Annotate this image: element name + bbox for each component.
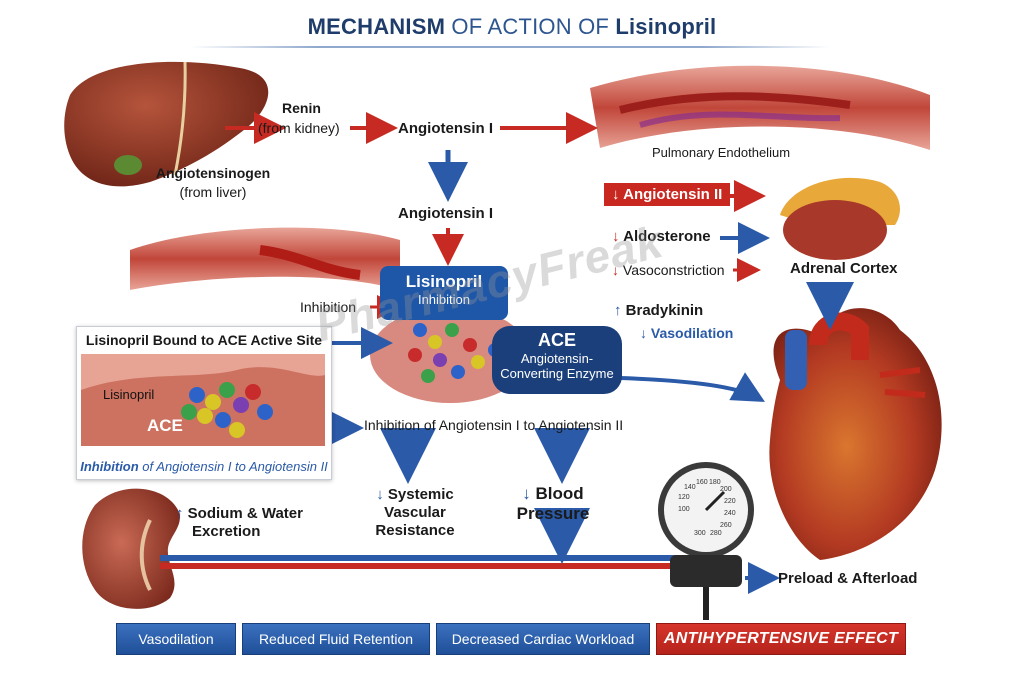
bp-gauge-illustration [658,462,754,620]
lisinopril-box-title: Lisinopril [405,272,483,291]
effect-antihypertensive: ANTIHYPERTENSIVE EFFECT [656,623,906,655]
blood-pressure-label: ↓ Blood Pressure [508,484,598,523]
pulmonary-endothelium-label: Pulmonary Endothelium [652,145,791,160]
gauge-tick: 120 [678,494,690,501]
sodium-line1: ↑ Sodium & Water [176,505,303,523]
adrenal-cortex-label: Adrenal Cortex [790,260,898,277]
svr-line2: Vascular [384,504,446,521]
inhibition-of-angiotensin-label: Inhibition of Angiotensin I to Angiotens… [364,417,624,433]
title-part2: OF ACTION OF [445,14,616,39]
ace-box: ACE Angiotensin- Converting Enzyme [492,326,622,394]
aldosterone-text: Aldosterone [623,228,711,245]
ace-box-line1: Angiotensin- [520,351,594,366]
panel-illustration [81,353,325,446]
heart-illustration [769,308,942,560]
liver-illustration [64,61,269,187]
lisinopril-inhibition-box: Lisinopril Inhibition [380,266,508,320]
lisinopril-box-subtitle: Inhibition [417,292,471,307]
vessel-left-illustration [130,227,400,290]
vasoconstriction-text: Vasoconstriction [622,262,725,278]
panel-caption-rest: of Angiotensin I to Angiotensin II [138,459,328,474]
page-title: MECHANISM OF ACTION OF Lisinopril [0,14,1024,40]
effect-vasodilation: Vasodilation [116,623,236,655]
gauge-tick: 220 [724,498,736,505]
vasodilation-side-text: Vasodilation [650,325,734,341]
bp-line2: Pressure [516,503,590,523]
gauge-tick: 300 [694,530,706,537]
gauge-tick: 200 [720,486,732,493]
adrenal-illustration [780,177,900,260]
panel-ace-tag: ACE [147,416,183,435]
effect-reduced-fluid-retention: Reduced Fluid Retention [242,623,430,655]
gauge-tick: 260 [720,522,732,529]
angiotensinogen-source-label: (from liver) [179,184,247,200]
gauge-dial: 100 120 140 160 180 200 220 240 260 280 … [664,468,748,552]
title-part3: Lisinopril [615,14,717,39]
sodium-line2: Excretion [192,523,261,540]
bp-line1-text: Blood [535,484,584,503]
title-divider [190,46,830,48]
panel-caption: Inhibition of Angiotensin I to Angiotens… [77,459,331,475]
panel-title: Lisinopril Bound to ACE Active Site [85,332,323,348]
angiotensin-ii-badge: ↓ Angiotensin II [604,183,731,206]
gauge-tick: 280 [710,530,722,537]
down-arrow-icon: ↓ [376,486,384,503]
panel-lisinopril-tag: Lisinopril [103,387,155,402]
kidney-illustration [82,488,180,609]
gauge-tick: 160 [696,479,708,486]
ace-active-site-panel: Lisinopril Bound to ACE Active Site Lisi… [76,326,332,480]
pulmonary-vessel-illustration [590,65,930,150]
renin-label: Renin [282,100,321,116]
vasodilation-side-label: ↓ Vasodilation [640,325,733,343]
systemic-vascular-resistance-label: ↓ Systemic Vascular Resistance [360,486,470,540]
up-arrow-icon: ↑ [614,302,622,319]
gauge-tick: 180 [709,479,721,486]
bradykinin-label: ↑ Bradykinin [614,302,703,321]
inhibition-label: Inhibition [300,299,357,315]
ace-box-line2: Converting Enzyme [500,366,614,381]
aldosterone-label: ↓ Aldosterone [612,228,711,247]
down-arrow-icon: ↓ [612,228,620,245]
ace-box-title: ACE [537,330,576,350]
panel-caption-inhibition: Inhibition [80,459,139,474]
sodium-water-excretion-label: ↑ Sodium & Water Excretion [176,505,303,541]
preload-afterload-label: Preload & Afterload [778,570,918,587]
renin-source-label: (from kidney) [258,120,340,136]
angiotensin-i-mid-label: Angiotensin I [398,205,493,222]
svr-line1-text: Systemic [387,486,454,503]
bradykinin-text: Bradykinin [625,302,704,319]
bp-line1: ↓ Blood [508,484,598,504]
svr-line3: Resistance [375,522,455,539]
gauge-tick: 240 [724,510,736,517]
gauge-tick: 140 [684,484,696,491]
down-arrow-icon: ↓ [612,262,619,278]
title-part1: MECHANISM [307,14,446,39]
sodium-line1-text: Sodium & Water [187,505,303,522]
svr-line1: ↓ Systemic [360,486,470,504]
up-arrow-icon: ↑ [176,505,184,522]
effect-decreased-cardiac-workload: Decreased Cardiac Workload [436,623,650,655]
vasoconstriction-label: ↓ Vasoconstriction [612,262,725,280]
gauge-tick: 100 [678,506,690,513]
down-arrow-icon: ↓ [522,484,531,503]
angiotensinogen-label: Angiotensinogen [155,165,271,181]
down-arrow-icon: ↓ [640,325,647,341]
angiotensin-i-top-label: Angiotensin I [398,120,493,137]
